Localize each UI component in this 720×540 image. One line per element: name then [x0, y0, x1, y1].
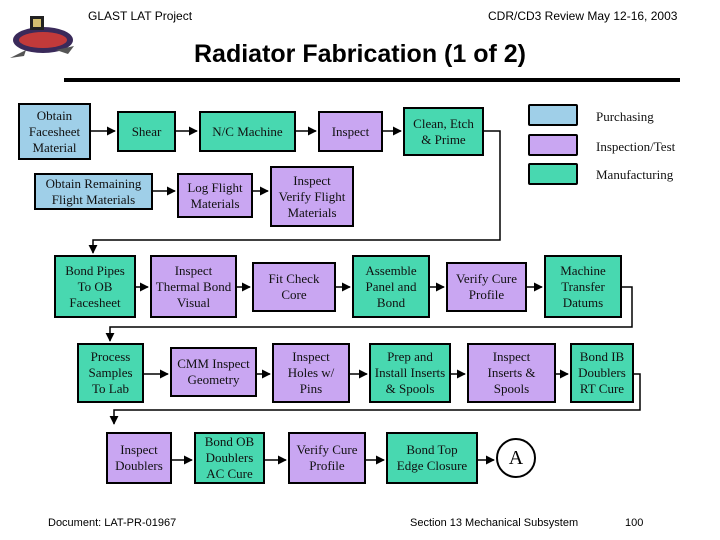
step-bond-pipes: Bond Pipes To OB Facesheet — [54, 255, 136, 318]
step-verify-cure-1: Verify Cure Profile — [446, 262, 527, 312]
title-divider — [64, 78, 680, 82]
header-project: GLAST LAT Project — [88, 9, 193, 23]
step-obtain-remaining: Obtain Remaining Flight Materials — [34, 173, 153, 210]
footer-section: Section 13 Mechanical Subsystem — [410, 517, 579, 529]
step-obtain-facesheet: Obtain Facesheet Material — [18, 103, 91, 160]
step-log-flight: Log Flight Materials — [177, 173, 253, 218]
step-bond-top: Bond Top Edge Closure — [386, 432, 478, 484]
footer-document: Document: LAT-PR-01967 — [48, 517, 177, 529]
step-bond-ib: Bond IB Doublers RT Cure — [570, 343, 634, 403]
step-inspect-inserts: Inspect Inserts & Spools — [467, 343, 556, 403]
connector-a: A — [496, 438, 536, 478]
step-nc-machine: N/C Machine — [199, 111, 296, 152]
step-machine-transfer: Machine Transfer Datums — [544, 255, 622, 318]
step-inspect-thermal: Inspect Thermal Bond Visual — [150, 255, 237, 318]
step-shear: Shear — [117, 111, 176, 152]
header-review: CDR/CD3 Review May 12-16, 2003 — [488, 9, 678, 23]
footer-page-number: 100 — [625, 517, 644, 529]
legend-label-manufacturing: Manufacturing — [596, 167, 674, 182]
step-assemble-panel: Assemble Panel and Bond — [352, 255, 430, 318]
glast-logo-icon — [10, 16, 74, 58]
step-inspect: Inspect — [318, 111, 383, 152]
step-process-samples: Process Samples To Lab — [77, 343, 144, 403]
step-fit-check: Fit Check Core — [252, 262, 336, 312]
legend-swatch-inspection — [528, 134, 578, 156]
step-clean-etch-prime: Clean, Etch & Prime — [403, 107, 484, 156]
page-title: Radiator Fabrication (1 of 2) — [194, 40, 526, 68]
step-prep-install: Prep and Install Inserts & Spools — [369, 343, 451, 403]
step-inspect-doublers: Inspect Doublers — [106, 432, 172, 484]
legend-label-inspection: Inspection/Test — [596, 139, 676, 154]
legend-swatch-purchasing — [528, 104, 578, 126]
step-cmm-inspect: CMM Inspect Geometry — [170, 347, 257, 397]
legend-swatch-manufacturing — [528, 163, 578, 185]
step-bond-ob: Bond OB Doublers AC Cure — [194, 432, 265, 484]
step-verify-cure-2: Verify Cure Profile — [288, 432, 366, 484]
step-inspect-holes: Inspect Holes w/ Pins — [272, 343, 350, 403]
legend-label-purchasing: Purchasing — [596, 109, 654, 124]
step-inspect-verify: Inspect Verify Flight Materials — [270, 166, 354, 227]
